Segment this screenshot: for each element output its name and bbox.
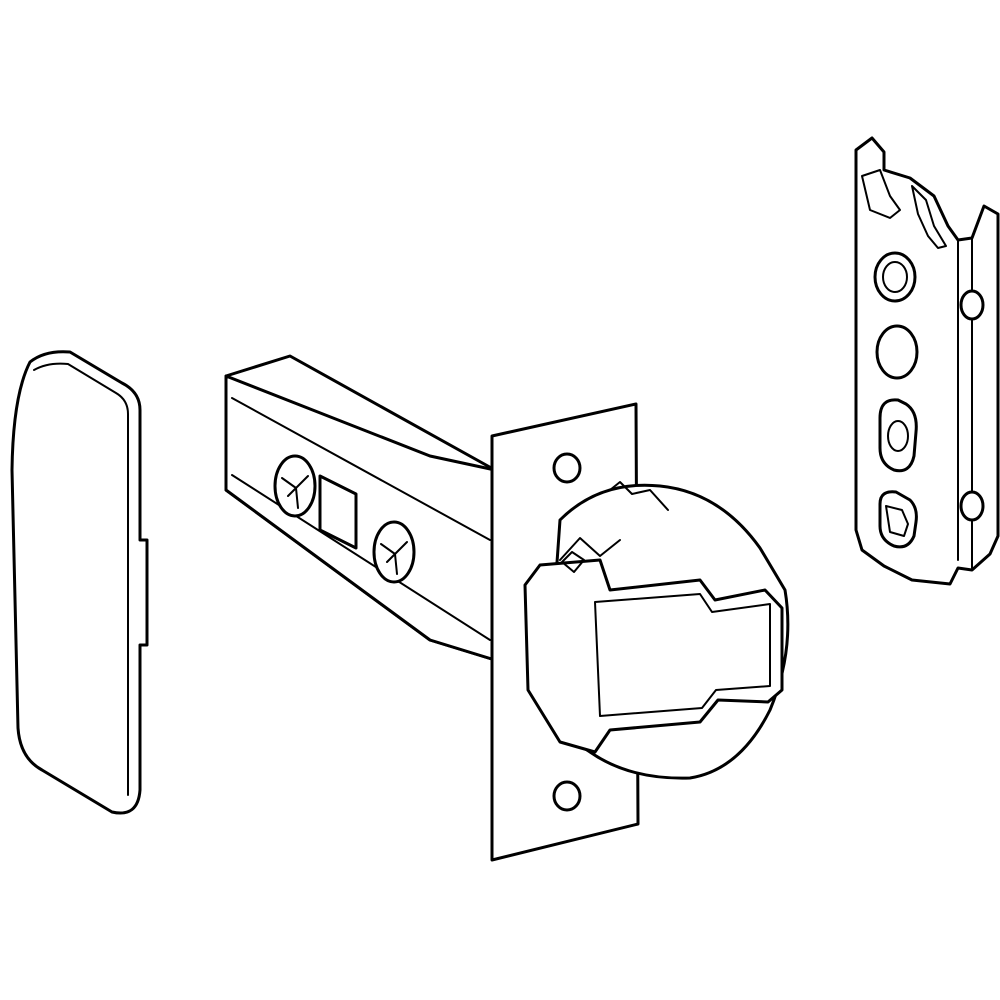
latch-housing-edge (231, 397, 491, 541)
latch-hub-top-detail (559, 481, 669, 561)
latch-hub-inner-panel (594, 593, 771, 717)
square-slot (318, 474, 358, 550)
cover-cap-outline (10, 350, 149, 815)
screw-right (372, 520, 416, 584)
mounting-hole-3 (878, 398, 918, 473)
mounting-hole-2 (875, 324, 919, 380)
side-hole-lower (959, 490, 985, 522)
mounting-plate (854, 136, 1000, 586)
latch-hub-block (523, 558, 784, 754)
latch-housing-edge-lower (231, 474, 491, 641)
cover-cap (10, 350, 149, 815)
latch-mechanism (224, 354, 790, 862)
latch-hub-slot (561, 551, 585, 573)
mounting-plate-top-tabs (861, 169, 947, 249)
face-plate-hole-top (552, 452, 582, 484)
face-plate-hole-bottom (552, 780, 582, 812)
screw-left (273, 454, 317, 518)
mounting-hole-4 (878, 490, 918, 549)
side-hole-upper (959, 289, 985, 321)
mounting-hole-1 (873, 251, 917, 303)
mounting-plate-outline (854, 136, 1000, 586)
cover-cap-inner-edge (33, 362, 129, 796)
